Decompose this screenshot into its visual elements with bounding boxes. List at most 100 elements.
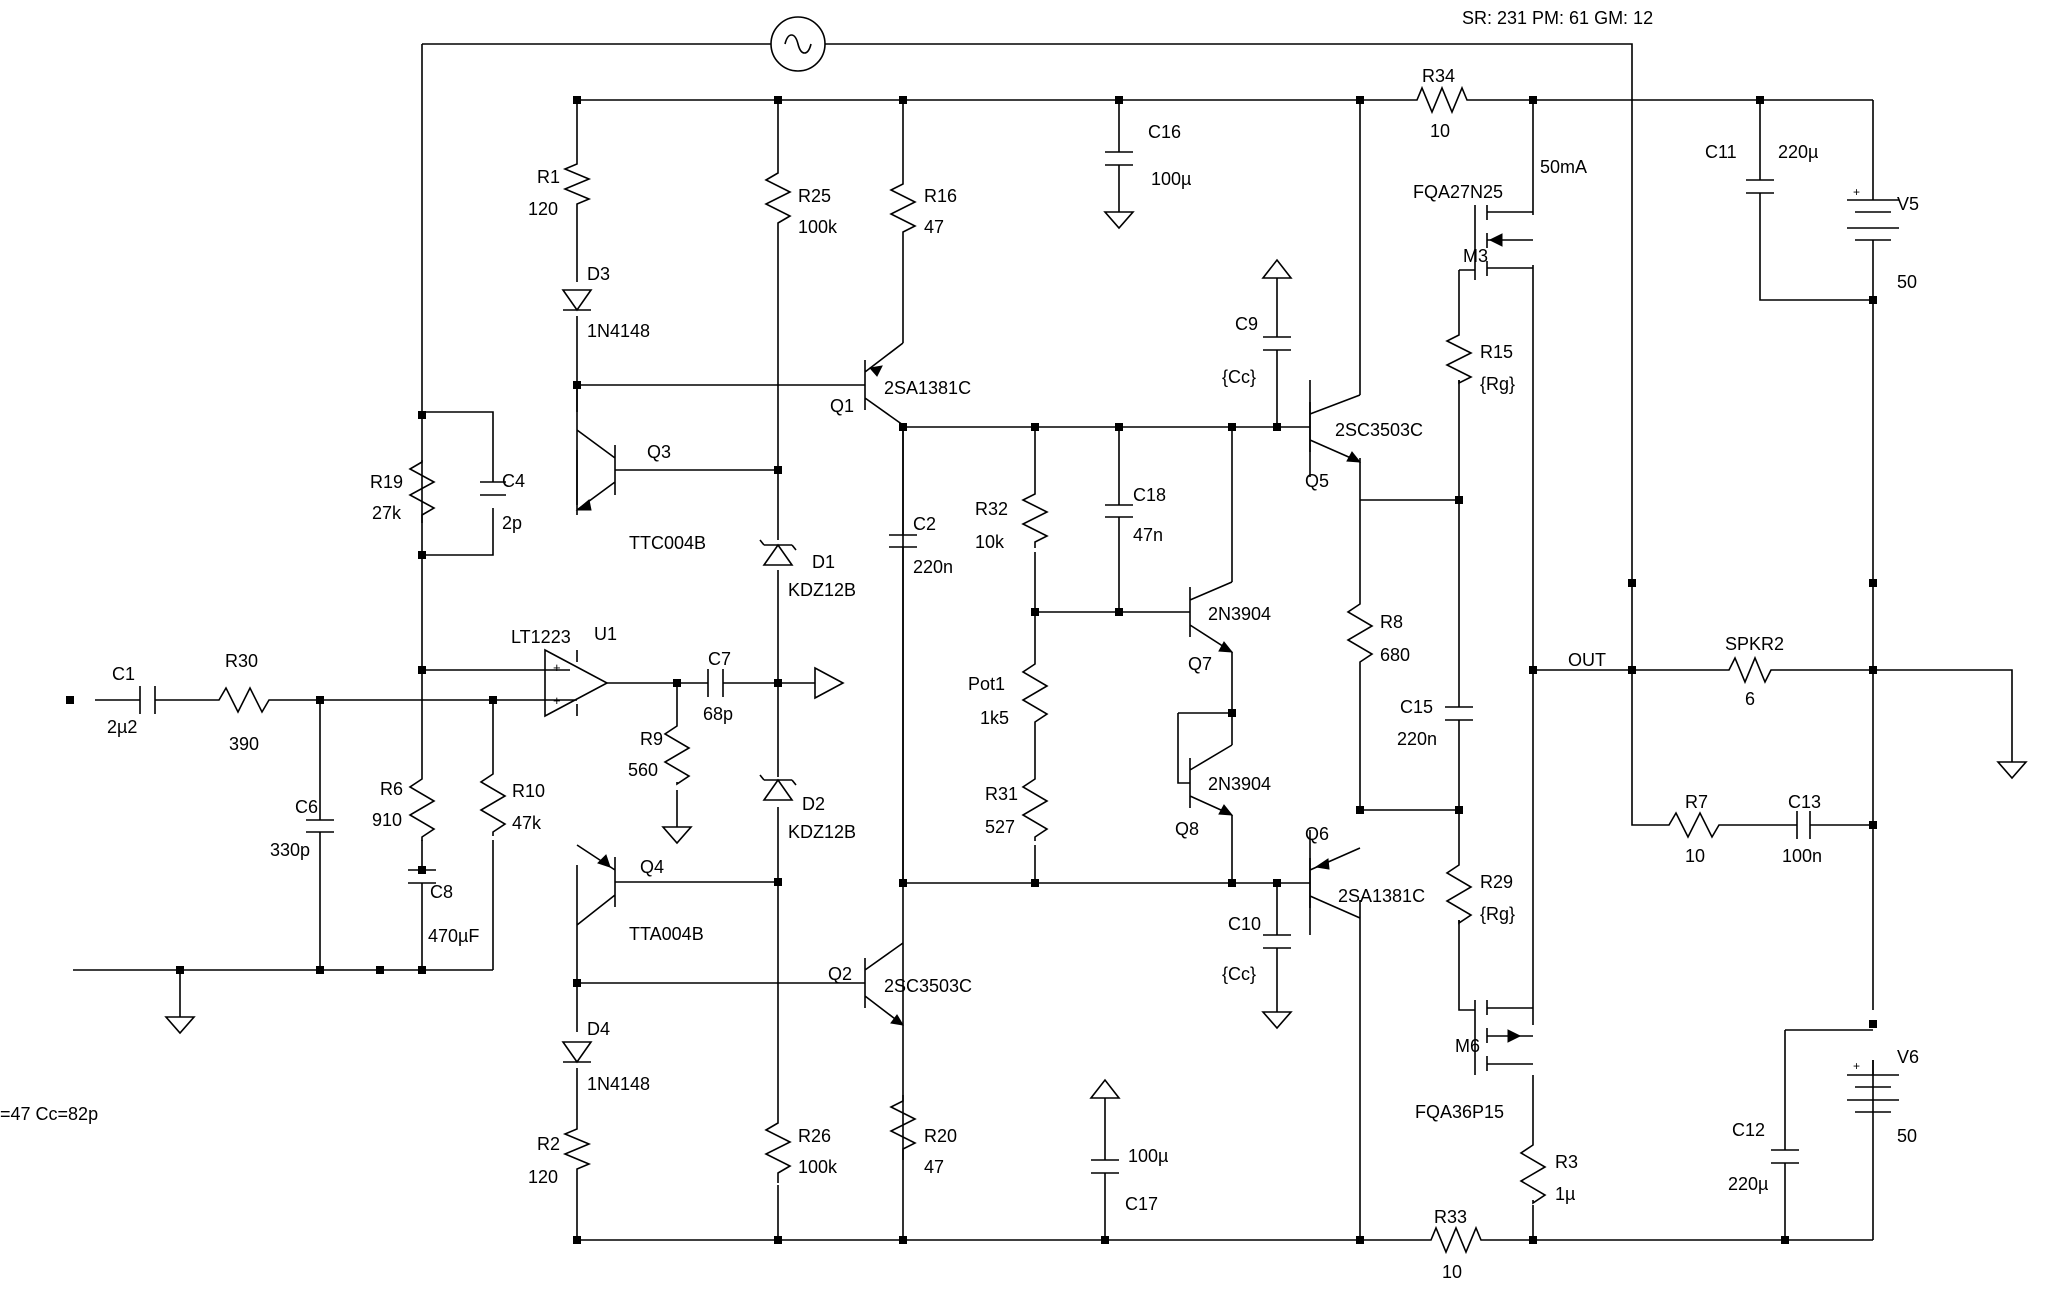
label-R8-value: 680: [1380, 645, 1410, 665]
label-R9-value: 560: [628, 760, 658, 780]
label-R25-name: R25: [798, 186, 831, 206]
label-SPKR2-name: SPKR2: [1725, 634, 1784, 654]
resistor-R29: [1445, 860, 1473, 925]
resistor-R31: [1021, 775, 1049, 841]
transistor-Q2: [864, 942, 904, 1026]
status-text: SR: 231 PM: 61 GM: 12: [1462, 8, 1653, 28]
transistor-Q6: [1309, 847, 1361, 919]
resistor-R10: [479, 770, 507, 836]
label-R31-value: 527: [985, 817, 1015, 837]
resistor-R9: [663, 722, 691, 786]
resistor-SPKR2: [1725, 655, 1775, 685]
label-C16-value: 100µ: [1151, 169, 1191, 189]
label-R30-value: 390: [229, 734, 259, 754]
label-R10-value: 47k: [512, 813, 542, 833]
capacitor-C11: [1746, 179, 1774, 194]
label-V6-value: 50: [1897, 1126, 1917, 1146]
resistor-R26: [764, 1115, 792, 1183]
diodes: [561, 289, 797, 1064]
label-R26-name: R26: [798, 1126, 831, 1146]
resistor-R6: [408, 775, 436, 841]
label-R34-name: R34: [1422, 66, 1455, 86]
resistor-R25: [764, 165, 792, 240]
label-C4-name: C4: [502, 471, 525, 491]
resistor-R15: [1445, 330, 1473, 385]
resistor-R1: [562, 160, 592, 212]
label-R1-value: 120: [528, 199, 558, 219]
transistor-Q7: [1189, 581, 1234, 653]
label-D3-name: D3: [587, 264, 610, 284]
label-C8-name: C8: [430, 882, 453, 902]
transistor-Q5: [1309, 394, 1362, 463]
label-Q7-name: Q7: [1188, 654, 1212, 674]
label-SPKR2-value: 6: [1745, 689, 1755, 709]
label-R29-name: R29: [1480, 872, 1513, 892]
label-D4-name: D4: [587, 1019, 610, 1039]
label-R26-value: 100k: [798, 1157, 838, 1177]
capacitor-C4: [480, 481, 506, 496]
resistor-Pot1: [1021, 660, 1049, 735]
resistor-R34: [1413, 85, 1475, 115]
label-R10-name: R10: [512, 781, 545, 801]
label-R3-value: 1µ: [1555, 1184, 1575, 1204]
label-R1-name: R1: [537, 167, 560, 187]
svg-text:+: +: [1853, 185, 1860, 199]
label-R2-value: 120: [528, 1167, 558, 1187]
label-M3-name: M3: [1463, 246, 1488, 266]
label-R6-name: R6: [380, 779, 403, 799]
resistor-R7: [1665, 811, 1725, 839]
capacitor-C9: [1263, 336, 1291, 351]
diode-D3: [561, 289, 593, 312]
mosfet-M6: [1474, 1000, 1533, 1075]
label-R30-name: R30: [225, 651, 258, 671]
capacitor-C18: [1105, 504, 1133, 518]
label-C10-value: {Cc}: [1222, 964, 1256, 984]
label-Q4-value: TTA004B: [629, 924, 704, 944]
label-C13-name: C13: [1788, 792, 1821, 812]
label-R7-name: R7: [1685, 792, 1708, 812]
capacitor-C15: [1445, 706, 1473, 721]
label-Q8-value: 2N3904: [1208, 774, 1271, 794]
resistor-R33: [1427, 1225, 1489, 1255]
svg-text:+: +: [553, 693, 561, 708]
resistor-R16: [889, 178, 917, 240]
label-C8-value: 470µF: [428, 926, 479, 946]
label-V5-name: V5: [1897, 194, 1919, 214]
capacitor-C6: [306, 819, 334, 833]
label-D1-name: D1: [812, 552, 835, 572]
label-C16-name: C16: [1148, 122, 1181, 142]
label-Q3-name: Q3: [647, 442, 671, 462]
label-R16-name: R16: [924, 186, 957, 206]
label-R16-value: 47: [924, 217, 944, 237]
wires: [73, 43, 2013, 1241]
capacitor-C1: [139, 686, 156, 714]
label-Q3-value: TTC004B: [629, 533, 706, 553]
battery-V6: +: [1847, 1059, 1899, 1113]
battery-V5: +: [1847, 185, 1899, 250]
capacitor-C17: [1091, 1159, 1119, 1174]
label-Q1-value: 2SA1381C: [884, 378, 971, 398]
label-C12-name: C12: [1732, 1120, 1765, 1140]
label-C11-value: 220µ: [1778, 142, 1818, 162]
label-C1-name: C1: [112, 664, 135, 684]
resistor-R3: [1519, 1140, 1547, 1205]
ac-source-icon: [770, 16, 826, 72]
label-R6-value: 910: [372, 810, 402, 830]
labels: SR: 231 PM: 61 GM: 12 =47 Cc=82p 50mA OU…: [0, 8, 1919, 1282]
transistor-Q4: [576, 844, 616, 926]
label-R32-value: 10k: [975, 532, 1005, 552]
label-R15-name: R15: [1480, 342, 1513, 362]
capacitor-C12: [1771, 1149, 1799, 1164]
label-R29-value: {Rg}: [1480, 904, 1515, 924]
label-R3-name: R3: [1555, 1152, 1578, 1172]
label-C6-value: 330p: [270, 840, 310, 860]
batteries: + +: [1847, 185, 1899, 1113]
label-M3-value: FQA27N25: [1413, 182, 1503, 202]
label-C4-value: 2p: [502, 513, 522, 533]
label-C18-value: 47n: [1133, 525, 1163, 545]
svg-text:+: +: [553, 660, 561, 675]
label-C11-name: C11: [1705, 142, 1737, 162]
resistor-R32: [1021, 490, 1049, 548]
label-C7-name: C7: [708, 649, 731, 669]
label-C7-value: 68p: [703, 704, 733, 724]
